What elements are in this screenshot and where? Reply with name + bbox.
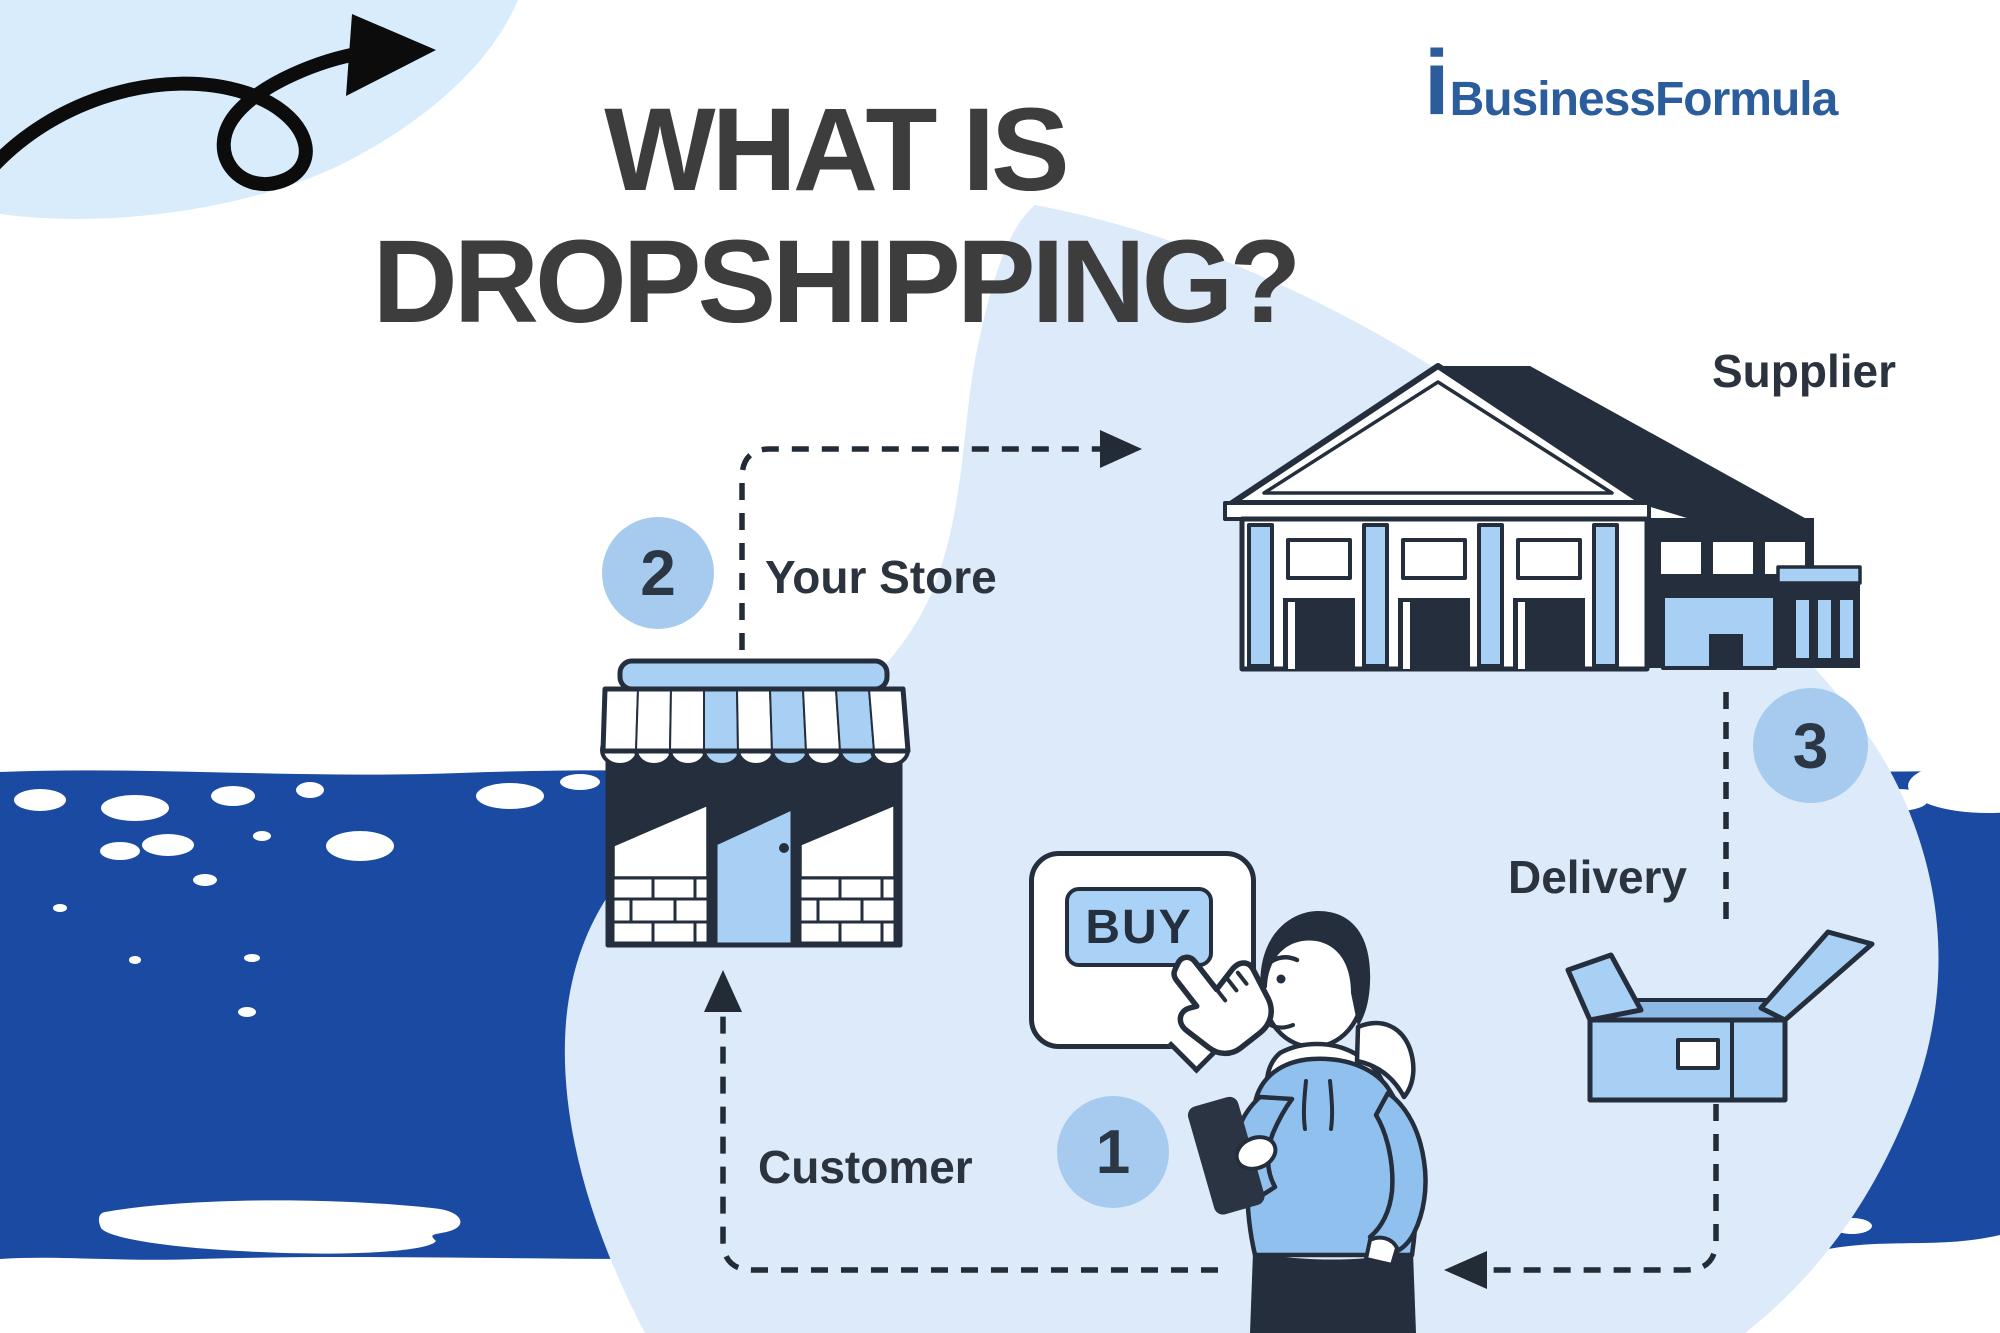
logo-text: BusinessFormula xyxy=(1449,73,1839,126)
step-badge-2-number: 2 xyxy=(640,537,676,609)
flow-arrow-customer-to-store xyxy=(720,1008,1218,1273)
buy-button-label: BUY xyxy=(1085,900,1193,954)
supplier-label: Supplier xyxy=(1712,345,1897,397)
ocean-foam-speckles xyxy=(14,759,2000,1254)
step-badge-1: 1 xyxy=(1057,1096,1169,1208)
page-title: WHAT IS DROPSHIPPING? xyxy=(330,84,1340,348)
package-illustration xyxy=(1565,929,1875,1103)
delivery-label: Delivery xyxy=(1508,851,1688,903)
flow-arrow-store-to-supplier xyxy=(739,446,1100,650)
buy-button: BUY xyxy=(1065,887,1213,967)
step-badge-2: 2 xyxy=(602,517,714,629)
logo-initial: i xyxy=(1424,32,1450,134)
buy-speech-bubble: BUY xyxy=(1029,851,1256,1074)
title-line-1: WHAT IS xyxy=(604,84,1069,216)
step-badge-3-number: 3 xyxy=(1792,709,1829,782)
warehouse-illustration xyxy=(1223,363,1862,672)
your-store-label: Your Store xyxy=(765,551,997,603)
customer-label: Customer xyxy=(758,1141,973,1193)
store-illustration xyxy=(600,658,911,948)
customer-illustration xyxy=(1187,911,1428,1333)
step-badge-1-number: 1 xyxy=(1095,1117,1131,1187)
arrowhead-left-icon xyxy=(1444,1251,1487,1289)
step-badge-3: 3 xyxy=(1753,688,1868,803)
cursor-hand-icon xyxy=(1171,954,1274,1057)
title-line-2: DROPSHIPPING? xyxy=(372,216,1302,348)
arrowhead-up-icon xyxy=(704,970,742,1012)
curly-arrow-icon xyxy=(0,14,436,192)
arrowhead-right-icon xyxy=(1100,430,1142,468)
flow-arrow-box-to-customer xyxy=(1486,1104,1719,1273)
